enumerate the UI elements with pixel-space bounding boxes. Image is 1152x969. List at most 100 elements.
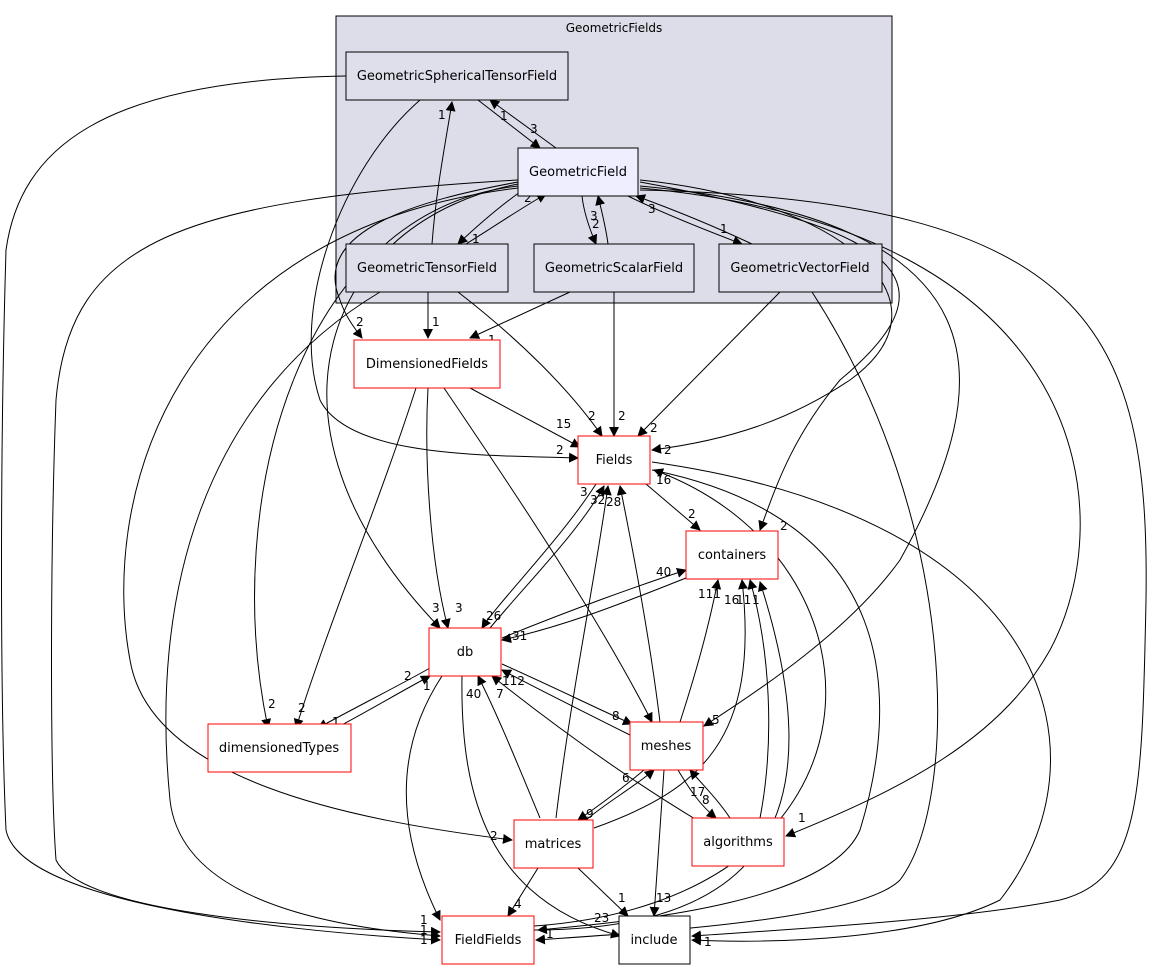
node-algorithms[interactable]: algorithms	[691, 817, 785, 867]
edge-db-ff	[405, 675, 443, 921]
node-dimensioned-fields[interactable]: DimensionedFields	[353, 339, 501, 389]
edge-label: 2	[650, 421, 658, 435]
edge-matrices-containers	[593, 579, 748, 829]
edge-fields-containers	[645, 483, 701, 531]
edge-label: 2	[664, 443, 672, 457]
edge-label: 1	[420, 923, 428, 937]
edge-tensor-ff	[165, 291, 441, 941]
edge-matrices-include	[577, 867, 629, 917]
node-label: GeometricSphericalTensorField	[357, 69, 557, 84]
edge-db-meshes	[501, 663, 633, 725]
edge-label: 7	[496, 687, 504, 701]
edge-field-include	[639, 189, 1147, 941]
node-include[interactable]: include	[618, 915, 691, 965]
edge-meshes-fields	[616, 485, 661, 723]
node-geometric-tensor-field[interactable]: GeometricTensorField	[345, 243, 509, 293]
edge-field-matrices	[123, 187, 519, 844]
node-geometric-scalar-field[interactable]: GeometricScalarField	[533, 243, 695, 293]
edge-meshes-db	[501, 669, 633, 737]
edge-field-spherical	[489, 99, 557, 149]
node-label: include	[630, 933, 677, 948]
edge-db-containers	[501, 568, 687, 639]
edge-label: 4	[514, 897, 522, 911]
edge-label: 1	[472, 232, 480, 246]
edge-dimf-meshes	[443, 387, 653, 723]
edge-field-dt	[254, 185, 519, 729]
edge-label: 9	[586, 807, 594, 821]
edge-fields-include	[651, 461, 1051, 946]
edge-label: 1	[438, 108, 446, 122]
edge-label: 2	[524, 191, 532, 205]
node-geometric-field[interactable]: GeometricField	[517, 147, 639, 197]
node-db[interactable]: db	[428, 627, 502, 677]
edge-algorithms-meshes	[689, 769, 731, 819]
edge-label: 2	[618, 409, 626, 423]
edge-vector-fields	[637, 291, 781, 437]
node-label: FieldFields	[455, 933, 522, 948]
edge-label: 13	[656, 891, 671, 905]
edge-scalar-dimf	[469, 291, 571, 339]
edge-label: 1	[798, 811, 806, 825]
edge-label: 16	[656, 473, 671, 487]
node-label: containers	[698, 548, 767, 563]
node-label: DimensionedFields	[366, 357, 488, 372]
node-label: Fields	[596, 453, 633, 468]
edge-label: 2	[592, 217, 600, 231]
edge-db-fields	[489, 485, 605, 629]
edge-dt-db	[335, 675, 431, 729]
edge-meshes-matrices	[577, 769, 645, 821]
edge-label: 1	[420, 913, 428, 927]
edge-label: 40	[466, 687, 481, 701]
edge-containers-db	[501, 577, 687, 643]
edge-label: 2	[688, 507, 696, 521]
edge-label: 1	[420, 933, 428, 947]
node-field-fields[interactable]: FieldFields	[441, 915, 535, 965]
edge-label: 3	[432, 601, 440, 615]
edge-tensor-field	[465, 193, 547, 245]
edge-dimf-dt	[293, 387, 417, 729]
edge-label: 2	[356, 315, 364, 329]
edge-label: 2	[588, 409, 596, 423]
edge-fields-db	[481, 483, 597, 629]
edge-meshes-algorithms	[677, 769, 717, 819]
edge-label: 1	[332, 715, 340, 729]
edge-field-ff1	[51, 179, 519, 937]
node-geometric-vector-field[interactable]: GeometricVectorField	[718, 243, 883, 293]
edge-tensor-spherical	[431, 101, 456, 245]
cluster-title: GeometricFields	[566, 21, 663, 35]
edge-label: 1	[546, 927, 554, 941]
node-geometric-spherical-tensor-field[interactable]: GeometricSphericalTensorField	[345, 51, 569, 101]
node-dimensioned-types[interactable]: dimensionedTypes	[207, 723, 352, 773]
edge-label: 3	[455, 601, 463, 615]
edge-matrices-meshes	[585, 769, 655, 821]
edge-matrices-ff	[507, 867, 539, 917]
edge-vector-field	[635, 194, 753, 245]
node-label: algorithms	[703, 835, 773, 850]
edge-label: 1	[500, 109, 508, 123]
edge-matrices-db	[477, 675, 541, 819]
edge-label: 3	[590, 209, 598, 223]
node-label: dimensionedTypes	[219, 741, 339, 756]
node-label: GeometricTensorField	[357, 261, 497, 276]
node-meshes[interactable]: meshes	[629, 721, 704, 771]
node-containers[interactable]: containers	[685, 530, 779, 580]
edge-fields-ff	[537, 469, 881, 935]
edge-label: 8	[612, 709, 620, 723]
edge-label: 2	[298, 701, 306, 715]
edge-dimf-fields	[469, 387, 581, 448]
edge-scalar-field	[595, 195, 609, 245]
node-fields[interactable]: Fields	[577, 435, 651, 485]
edge-label: 32	[590, 493, 605, 507]
edge-dimf-db	[426, 387, 451, 629]
edge-label: 1	[752, 593, 760, 607]
node-label: GeometricScalarField	[545, 261, 683, 276]
edge-db-include	[461, 675, 621, 939]
edge-label: 3	[530, 122, 538, 136]
edge-algorithms-db	[491, 675, 701, 823]
edge-field-tensor	[457, 191, 521, 245]
node-matrices[interactable]: matrices	[513, 819, 594, 869]
edge-spherical-field	[477, 99, 541, 149]
edge-field-db	[326, 183, 519, 629]
node-label: meshes	[641, 739, 692, 754]
